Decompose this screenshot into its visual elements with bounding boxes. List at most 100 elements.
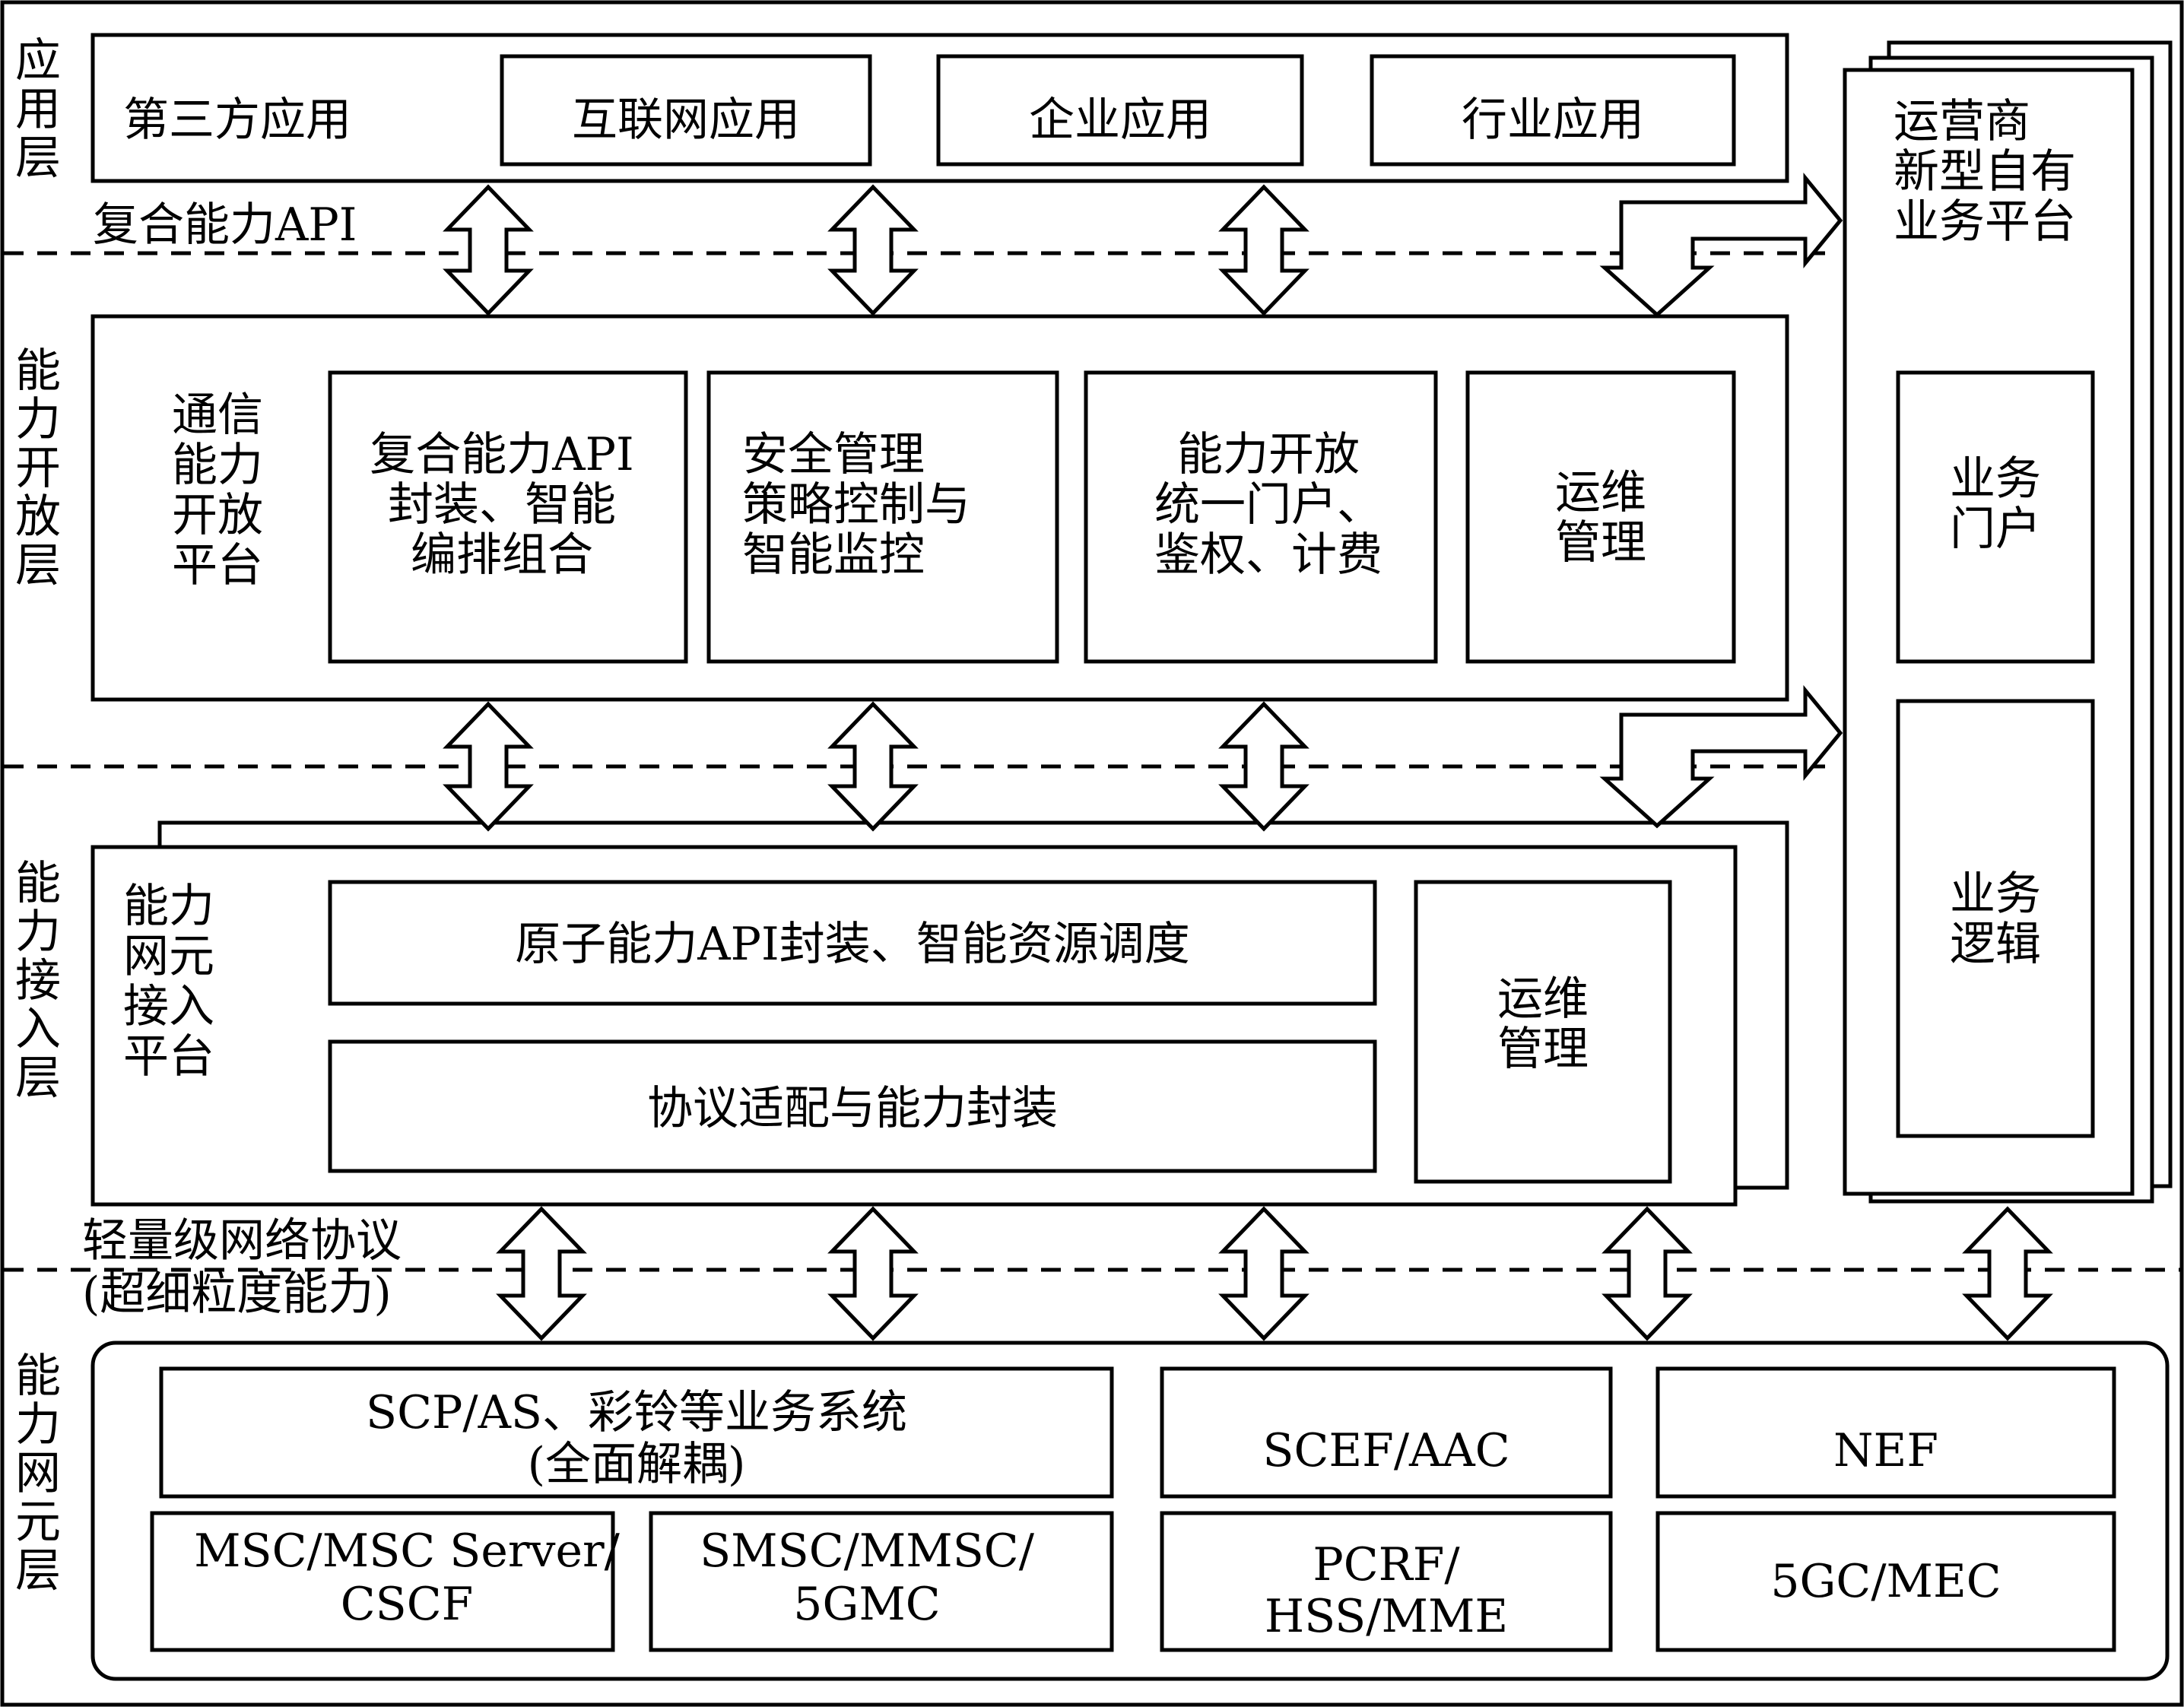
svg-text:能: 能	[15, 344, 61, 398]
arrow-open-access-2	[827, 701, 919, 832]
service-portal-line-1: 业务	[1950, 452, 2041, 506]
arrow-access-ne-3	[1218, 1206, 1309, 1341]
svg-text:能力: 能力	[172, 439, 263, 492]
svg-text:力: 力	[15, 393, 61, 446]
nef-box	[1655, 1366, 2116, 1499]
security-module-line-3: 智能监控	[742, 528, 925, 582]
open-platform-title: 通信 能力 开放 平台	[172, 389, 263, 592]
open-ops-module-line-2: 管理	[1555, 516, 1646, 570]
arrow-access-ne-4	[1601, 1206, 1693, 1341]
smsc-line-1: SMSC/MMSC/	[700, 1525, 1035, 1578]
5gc-mec-label: 5GC/MEC	[1770, 1555, 2001, 1608]
security-module-box	[706, 370, 1059, 664]
svg-text:网元: 网元	[123, 930, 214, 983]
access-ops-line-1: 运维	[1497, 972, 1589, 1026]
arrow-open-access-1	[443, 701, 534, 832]
internet-app-box	[500, 54, 872, 167]
scp-as-line-1: SCP/AS、彩铃等业务系统	[366, 1386, 907, 1439]
unified-portal-module-line-2: 统一门户、	[1154, 478, 1382, 531]
arrow-operator-ne	[1962, 1206, 2053, 1341]
unified-portal-module-line-1: 能力开放	[1177, 428, 1360, 481]
open-ops-module-box	[1465, 370, 1736, 664]
svg-text:力: 力	[15, 1398, 61, 1452]
svg-text:层: 层	[15, 1052, 61, 1105]
arrow-app-open-2	[827, 184, 919, 316]
service-portal-box	[1896, 370, 2095, 664]
svg-text:元: 元	[15, 1496, 61, 1549]
security-module-line-1: 安全管理	[742, 428, 925, 481]
unified-portal-module-line-3: 鉴权、计费	[1154, 528, 1382, 582]
svg-text:能: 能	[15, 857, 61, 910]
svg-text:平台: 平台	[172, 539, 263, 592]
service-portal-line-2: 门户	[1950, 503, 2041, 556]
bent-arrow-open-access	[1599, 685, 1843, 829]
svg-text:新型自有: 新型自有	[1894, 145, 2076, 198]
composite-api-module-line-2: 封装、智能	[388, 478, 616, 531]
svg-text:开放: 开放	[172, 489, 263, 542]
arrows-group	[443, 173, 2053, 1341]
pcrf-line-2: HSS/MME	[1265, 1590, 1508, 1643]
nef-label: NEF	[1833, 1424, 1938, 1477]
enterprise-app-box	[936, 54, 1304, 167]
scef-aac-box	[1160, 1366, 1613, 1499]
access-platform-title: 能力 网元 接入 平台	[123, 880, 214, 1084]
svg-text:开: 开	[15, 442, 61, 495]
layer-label-capability-access: 能 力 接 入 层	[15, 857, 61, 1105]
fine-grained-label: (超细粒度能力)	[82, 1268, 392, 1321]
layer-label-application: 应 用 层	[15, 34, 61, 185]
pcrf-line-1: PCRF/	[1313, 1538, 1460, 1591]
svg-text:用: 用	[15, 83, 61, 136]
protocol-adapter-label: 协议适配与能力封装	[647, 1082, 1058, 1135]
svg-text:网: 网	[15, 1447, 61, 1500]
svg-text:应: 应	[15, 34, 61, 87]
5gc-mec-box	[1655, 1511, 2116, 1652]
composite-api-module-box	[328, 370, 688, 664]
industry-app-box	[1370, 54, 1736, 167]
operator-platform-title: 运营商 新型自有 业务平台	[1894, 95, 2076, 249]
lightweight-protocol-label: 轻量级网络协议	[82, 1214, 402, 1268]
arrow-app-open-3	[1218, 184, 1309, 316]
arrow-app-open-1	[443, 184, 534, 316]
svg-text:层: 层	[15, 1544, 61, 1598]
svg-text:通信: 通信	[172, 389, 263, 442]
enterprise-app-label: 企业应用	[1029, 94, 1211, 147]
bent-arrow-app-open	[1599, 173, 1843, 318]
msc-line-2: CSCF	[341, 1578, 474, 1631]
svg-text:运营商: 运营商	[1894, 95, 2030, 148]
layer-label-capability-open: 能 力 开 放 层	[15, 344, 61, 592]
composite-api-module-line-1: 复合能力API	[370, 428, 633, 481]
composite-api-label: 复合能力API	[93, 198, 357, 252]
service-logic-line-2: 逻辑	[1950, 918, 2041, 971]
msc-line-1: MSC/MSC Server/	[194, 1525, 621, 1578]
third-party-app-label: 第三方应用	[123, 94, 351, 147]
access-ops-line-2: 管理	[1497, 1023, 1589, 1076]
scp-as-box	[159, 1366, 1114, 1499]
smsc-box	[649, 1511, 1114, 1652]
unified-portal-module-box	[1084, 370, 1438, 664]
msc-box	[150, 1511, 615, 1652]
open-ops-module-line-1: 运维	[1555, 466, 1646, 519]
svg-text:业务平台: 业务平台	[1894, 195, 2076, 249]
access-ops-box	[1414, 880, 1672, 1184]
internet-app-label: 互联网应用	[572, 94, 800, 147]
protocol-adapter-box	[328, 1039, 1377, 1173]
svg-text:放: 放	[15, 490, 61, 544]
atomic-capability-label: 原子能力API封装、智能资源调度	[515, 918, 1189, 971]
arrow-access-ne-1	[496, 1206, 587, 1341]
layer-label-network-element: 能 力 网 元 层	[15, 1350, 61, 1598]
pcrf-box	[1160, 1511, 1613, 1652]
industry-app-label: 行业应用	[1462, 94, 1644, 147]
scef-aac-label: SCEF/AAC	[1262, 1424, 1509, 1477]
security-module-line-2: 策略控制与	[742, 478, 970, 531]
smsc-line-2: 5GMC	[793, 1578, 940, 1631]
svg-text:能: 能	[15, 1350, 61, 1403]
service-logic-box	[1896, 699, 2095, 1138]
svg-text:力: 力	[15, 906, 61, 959]
svg-text:入: 入	[15, 1003, 61, 1056]
svg-text:接入: 接入	[123, 980, 214, 1033]
arrow-open-access-3	[1218, 701, 1309, 832]
composite-api-module-line-3: 编排组合	[411, 528, 593, 582]
svg-text:能力: 能力	[123, 880, 214, 933]
